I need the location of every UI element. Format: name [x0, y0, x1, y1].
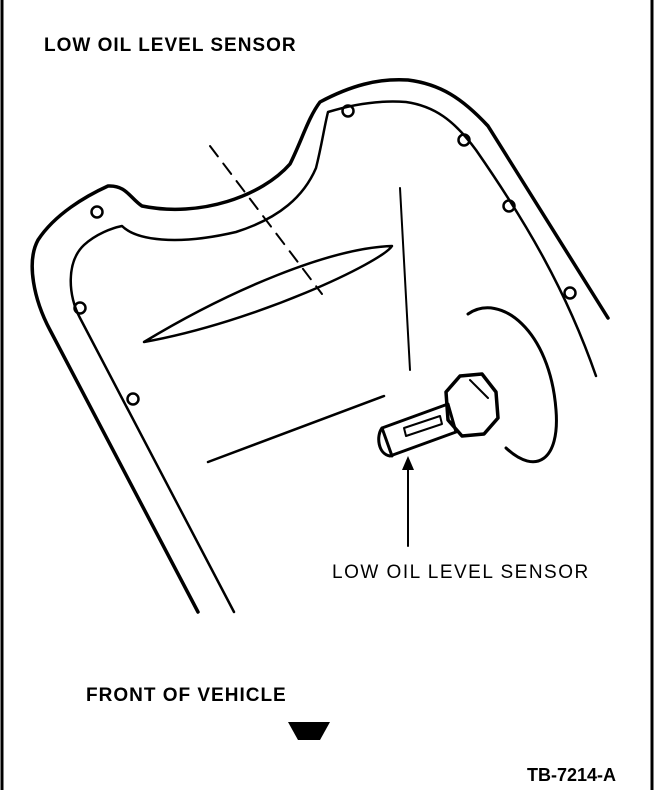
sensor-hex-facet — [469, 379, 489, 399]
arrow-down-icon — [288, 722, 330, 740]
bolt-hole — [126, 392, 140, 406]
dashed-center-line — [209, 145, 323, 295]
sensor-probe-tip — [380, 426, 394, 458]
bolt-hole — [73, 301, 87, 315]
sump-floor-edge — [206, 394, 386, 464]
sensor-leader-arrowhead — [402, 456, 414, 470]
sensor-probe-slot — [403, 415, 443, 437]
bolt-hole — [90, 205, 104, 219]
figure-id: TB-7214-A — [527, 765, 617, 785]
sensor-callout-label: LOW OIL LEVEL SENSOR — [332, 562, 590, 583]
front-of-vehicle-label: FRONT OF VEHICLE — [86, 685, 287, 706]
bolt-hole — [457, 133, 471, 147]
bolt-hole — [502, 199, 516, 213]
pan-flange-inner — [69, 100, 598, 614]
sump-wall-edge — [399, 187, 411, 371]
bolt-hole — [341, 104, 355, 118]
sensor-boss — [466, 306, 558, 464]
sensor-probe — [377, 402, 458, 458]
diagram-title: LOW OIL LEVEL SENSOR — [44, 35, 297, 56]
pan-flange-outer — [30, 77, 610, 614]
pan-baffle-slot — [142, 244, 394, 344]
bolt-hole — [563, 286, 577, 300]
